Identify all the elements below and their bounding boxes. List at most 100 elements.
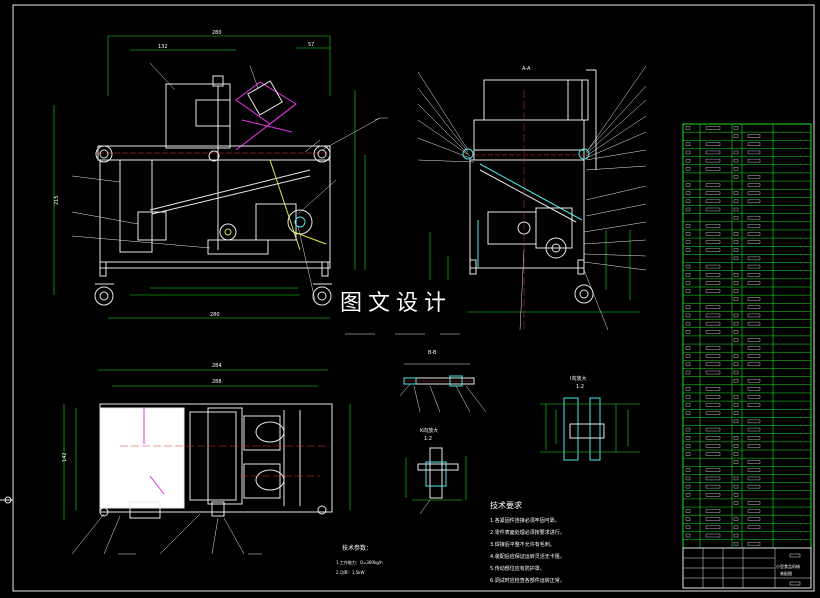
parts-list-entry [685,126,691,130]
parts-list-entry [747,362,761,367]
parts-list-entry [733,232,739,236]
parts-list-entry [685,281,691,285]
section-b-label: B-B [428,350,437,356]
parts-list-entry [733,313,739,318]
parts-list-entry [685,484,691,489]
dim-front-height: 215 [54,195,60,205]
parts-list-entry [733,436,739,440]
parts-list-entry [685,207,691,212]
parts-list-entry [747,297,761,301]
parts-list-entry [705,436,721,440]
parts-list-entry [705,330,721,334]
parts-list-entry [685,305,691,309]
parts-list-entry [733,501,739,505]
parts-list-entry [747,281,761,285]
parts-list-entry [705,362,721,367]
parts-list-entry [685,427,691,432]
parts-list-entry [733,273,739,277]
dim-front-bottom: 280 [210,312,220,318]
detail-k-scale: 1:2 [424,436,432,442]
parts-list-entry [747,444,761,448]
detail-i-title: I向放大 [570,375,586,382]
side-view: A-A [417,65,647,331]
parts-list-entry [733,517,739,521]
detail-k: K向放大 1:2 [405,427,467,515]
detail-i: I向放大 1:2 [540,375,640,461]
parts-list-entry [705,281,721,285]
parts-list-entry [733,289,739,293]
parts-list-entry [705,289,721,293]
dim-front-inner: 132 [158,44,168,50]
parts-list-entry [733,158,739,163]
parts-list-entry [733,207,739,212]
parts-list-entry [733,444,739,448]
parts-list-entry [705,395,721,399]
parts-list-entry [733,484,739,489]
parts-list-entry [705,452,721,456]
parts-list-entry [733,240,739,244]
parts-list-entry [685,321,691,326]
dim-front-right: 57 [308,42,314,48]
parts-list-entry [733,354,739,358]
parts-list-entry [747,232,761,236]
parts-list-entry [705,183,721,187]
tech-req-line: 1.各紧固件连接必须牢固可靠。 [490,517,560,524]
parts-list-entry [685,167,691,171]
parts-list-entry [685,289,691,293]
parts-list-entry [705,305,721,309]
parts-list-entry [747,403,761,407]
dim-plan-top: 284 [212,363,222,369]
parts-list-entry [733,411,739,415]
parts-list-entry [747,484,761,489]
sheet-border [12,4,815,592]
parts-list-entry [685,525,691,530]
parts-list-entry [685,232,691,236]
parts-list-entry [705,273,721,277]
parts-list-entry [733,541,739,546]
title-block: 小型食品机械 装配图 [682,547,812,589]
parts-list-entry [705,207,721,212]
parts-list-entry [733,476,739,481]
title-block-name-2: 装配图 [780,570,792,576]
parts-list-entry [733,370,739,375]
parts-list-entry [685,444,691,448]
dim-plan-left: 142 [62,452,68,462]
parts-list-entry [733,175,739,179]
parts-list-entry [685,387,691,391]
dim-front-top: 280 [212,30,222,36]
parts-list-entry [747,150,761,155]
plan-view: 284 288 142 [62,363,351,555]
tech-params: 技术参数： 1.工作能力：Q=300kg/h 2.功率：1.5kW [336,544,383,575]
parts-list-entry [705,264,721,269]
parts-list-entry [705,493,721,497]
parts-list-entry [747,215,761,220]
parts-list-entry [685,183,691,187]
parts-list-entry [685,273,691,277]
parts-list-entry [747,256,761,261]
parts-list [682,123,812,549]
parts-list-entry [705,142,721,147]
section-label: A-A [522,66,531,72]
parts-list-entry [705,158,721,163]
parts-list-entry [747,378,761,383]
parts-list-entry [747,468,761,472]
parts-list-entry [705,403,721,407]
parts-list-entry [747,183,761,187]
parts-list-entry [705,232,721,236]
watermark: 图文设计 [340,291,452,316]
parts-list-entry [747,427,761,432]
parts-list-entry [685,158,691,163]
parts-list-entry [733,395,739,399]
parts-list-entry [747,525,761,530]
parts-list-entry [733,533,739,538]
parts-list-entry [747,273,761,277]
tech-param-line: 1.工作能力：Q=300kg/h [336,559,383,565]
parts-list-entry [747,313,761,318]
parts-list-entry [685,517,691,521]
parts-list-entry [733,452,739,456]
parts-list-entry [733,297,739,301]
parts-list-entry [705,525,721,530]
parts-list-entry [705,484,721,489]
tech-req-title: 技术要求 [490,500,522,510]
